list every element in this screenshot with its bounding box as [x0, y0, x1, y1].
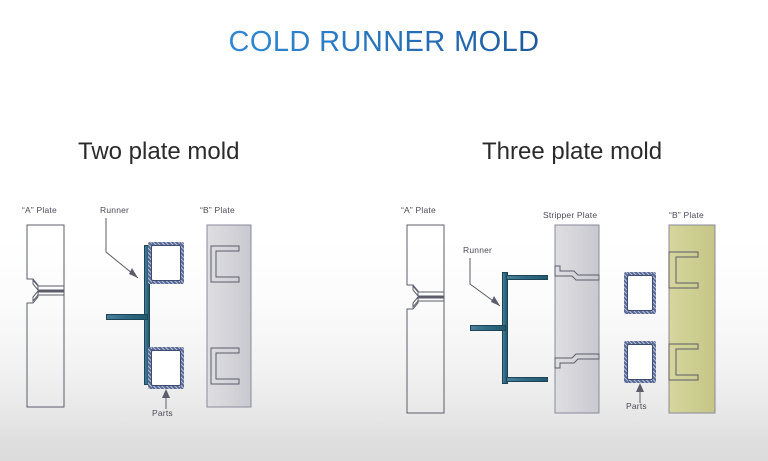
b-plate-profile-two — [206, 224, 252, 408]
runner-arm-top-three — [506, 275, 548, 280]
runner-sprue-arm-two — [106, 314, 148, 320]
heading-three-plate-mold: Three plate mold — [482, 138, 663, 165]
label-two-plate-parts: Parts — [152, 408, 173, 418]
label-two-plate-a-plate: “A” Plate — [22, 205, 57, 215]
three-plate-part-lower — [624, 341, 656, 383]
a-plate-profile-three — [406, 224, 445, 414]
leader-line-parts-three — [636, 383, 644, 403]
label-two-plate-b-plate: “B” Plate — [200, 205, 235, 215]
b-plate-profile-three — [668, 224, 716, 414]
three-plate-part-upper — [624, 272, 656, 314]
stripper-plate-profile — [554, 224, 600, 414]
label-three-plate-runner: Runner — [463, 245, 493, 255]
label-two-plate-runner: Runner — [100, 205, 130, 215]
label-three-plate-parts: Parts — [626, 401, 647, 411]
label-three-plate-b-plate: “B” Plate — [669, 210, 704, 220]
a-plate-profile-two — [26, 224, 65, 408]
label-three-plate-a-plate: “A” Plate — [401, 205, 436, 215]
two-plate-part-upper — [148, 242, 184, 284]
runner-arm-bottom-three — [506, 377, 548, 382]
page-title: COLD RUNNER MOLD — [0, 26, 768, 59]
two-plate-part-lower — [148, 347, 184, 389]
runner-sprue-arm-three — [470, 325, 506, 331]
label-three-plate-stripper-plate: Stripper Plate — [543, 210, 598, 220]
leader-line-runner-three — [469, 258, 501, 307]
heading-two-plate-mold: Two plate mold — [78, 138, 240, 165]
leader-line-parts-two — [162, 389, 170, 409]
leader-line-runner-two — [105, 218, 139, 279]
